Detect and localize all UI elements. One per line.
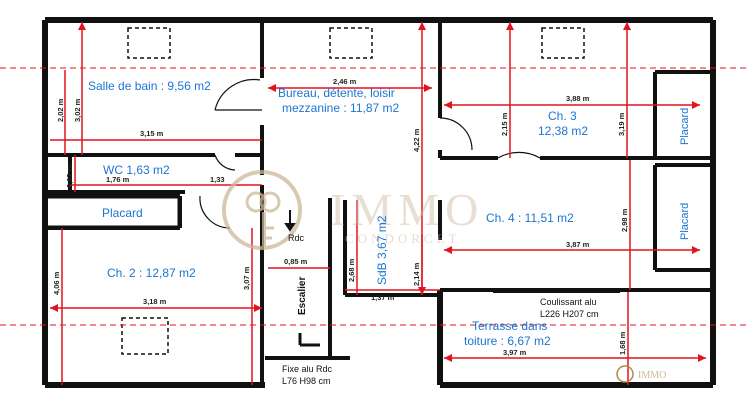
rdc-label: Rdc (288, 233, 305, 243)
dim-2-14: 2,14 m (412, 262, 421, 286)
room-terrasse-line1: Terrasse dans (472, 319, 547, 333)
room-bureau-line2: mezzanine : 11,87 m2 (282, 101, 400, 115)
watermark-brand-top: IMMO (330, 184, 484, 235)
rdc-arrow-icon (284, 210, 296, 232)
dim-2-02: 2,02 m (56, 98, 65, 122)
dimension-arrows (50, 22, 706, 362)
dim-1-76: 1,76 m (106, 175, 130, 184)
dim-3-97: 3,97 m (503, 348, 527, 357)
dim-1-33: 1,33 (210, 175, 225, 184)
placard-left: Placard (102, 206, 143, 220)
room-ch2: Ch. 2 : 12,87 m2 (107, 266, 196, 280)
placard-left-box (46, 197, 179, 227)
walls (42, 17, 716, 388)
stairs-arrow-icon (298, 333, 320, 347)
room-salle-de-bain: Salle de bain : 9,56 m2 (88, 79, 211, 93)
dim-0-93: 0,93 m (65, 164, 74, 188)
dim-3-15: 3,15 m (140, 129, 164, 138)
corner-brand: IMMO (638, 370, 666, 381)
dim-3-18: 3,18 m (143, 297, 167, 306)
placard-right-top: Placard (679, 108, 691, 145)
dim-2-15: 2,15 m (500, 112, 509, 136)
dim-3-02: 3,02 m (73, 98, 82, 122)
room-bureau-line1: Bureau, détente, loisir (278, 86, 395, 100)
dimension-lines (50, 22, 706, 385)
note-fixe-line2: L76 H98 cm (282, 376, 331, 386)
reference-lines (0, 67, 750, 326)
dim-4-06: 4,06 m (52, 271, 61, 295)
note-fixe-line1: Fixe alu Rdc (282, 364, 333, 374)
note-coulissant-line2: L226 H207 cm (540, 309, 599, 319)
stairs-label: Escalier (297, 277, 308, 315)
dim-2-68: 2,68 m (347, 258, 356, 282)
watermark-logo-icon (222, 170, 302, 250)
dim-1-37: 1,37 m (371, 293, 395, 302)
dim-0-85: 0,85 m (284, 257, 308, 266)
note-coulissant-line1: Coulissant alu (540, 297, 597, 307)
windows (121, 27, 585, 355)
room-ch4: Ch. 4 : 11,51 m2 (486, 211, 574, 225)
room-sdb: SdB 3,67 m2 (375, 215, 389, 285)
dim-3-87: 3,87 m (566, 240, 590, 249)
room-wc: WC 1,63 m2 (103, 163, 170, 177)
watermark-brand-bottom: CONDORCET (345, 231, 460, 246)
room-ch3-line2: 12,38 m2 (538, 124, 588, 138)
dim-2-46: 2,46 m (333, 77, 357, 86)
dim-3-07: 3,07 m (242, 266, 251, 290)
dim-3-88: 3,88 m (566, 94, 590, 103)
corner-logo-icon: IMMO (616, 365, 666, 383)
room-ch3-line1: Ch. 3 (548, 109, 577, 123)
interior-walls (45, 22, 713, 385)
dim-3-19: 3,19 m (617, 112, 626, 136)
dim-4-22: 4,22 m (412, 128, 421, 152)
placard-right-bottom: Placard (679, 203, 691, 240)
dim-2-98: 2,98 m (620, 208, 629, 232)
dim-1-68: 1,68 m (618, 331, 627, 355)
doors (199, 78, 541, 229)
room-terrasse-line2: toiture : 6,67 m2 (464, 334, 551, 348)
